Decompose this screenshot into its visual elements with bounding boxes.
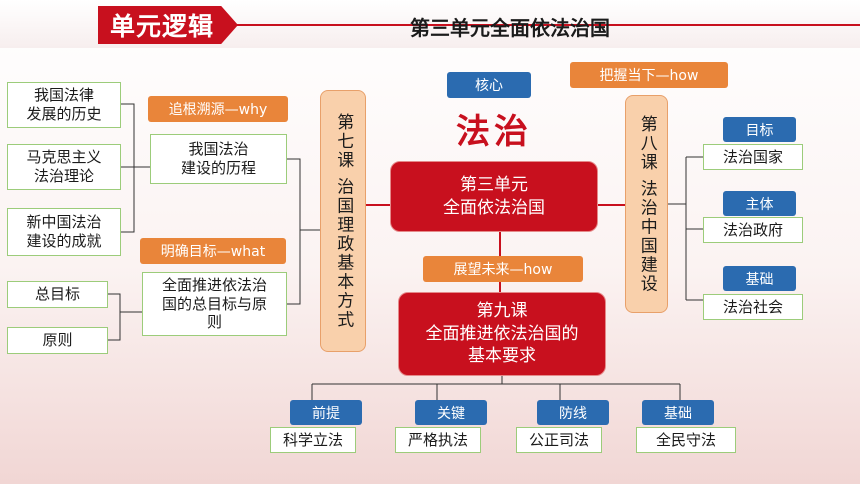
unit-card-text: 第三单元全面依法治国	[443, 174, 545, 218]
how-tag: 把握当下—how	[570, 62, 728, 88]
bottom-tag-premise: 前提	[290, 400, 362, 425]
bottom-item-scientific-legislation: 科学立法	[270, 427, 356, 453]
why-tag: 追根溯源—why	[148, 96, 288, 122]
goal-principle-text: 全面推进依法治国的总目标与原则	[161, 275, 267, 332]
lesson7-card: 第七课 治国理政基本方式	[320, 90, 366, 352]
history-course-box: 我国法治建设的历程	[150, 134, 287, 184]
right-item-rule-of-law-country: 法治国家	[703, 144, 803, 170]
law-history-box: 我国法律发展的历史	[7, 82, 121, 128]
total-goal-text: 总目标	[34, 285, 80, 304]
history-course-text: 我国法治建设的历程	[180, 140, 256, 177]
bottom-tag-defense: 防线	[537, 400, 609, 425]
right-item-rule-of-law-society: 法治社会	[703, 294, 803, 320]
unit-card: 第三单元全面依法治国	[390, 161, 598, 232]
bottom-tag-key: 关键	[415, 400, 487, 425]
header-line	[236, 24, 860, 26]
right-tag-subject: 主体	[723, 191, 796, 216]
bottom-tag-foundation: 基础	[642, 400, 714, 425]
unit-logic-badge: 单元逻辑	[98, 6, 238, 44]
what-tag: 明确目标—what	[140, 238, 286, 264]
new-china-achievement-text: 新中国法治建设的成就	[26, 213, 102, 250]
right-tag-goal: 目标	[723, 117, 796, 142]
lesson8-card: 第八课 法治中国建设	[625, 95, 668, 313]
bottom-item-law-abiding-public: 全民守法	[636, 427, 736, 453]
fazhi-text: 法治	[456, 111, 532, 152]
unit-title: 第三单元全面依法治国	[410, 16, 610, 40]
principle-text: 原则	[42, 331, 73, 350]
marxist-theory-box: 马克思主义法治理论	[7, 144, 121, 190]
right-item-rule-of-law-government: 法治政府	[703, 217, 803, 243]
new-china-achievement-box: 新中国法治建设的成就	[7, 208, 121, 256]
unit-logic-label: 单元逻辑	[110, 12, 215, 41]
total-goal-box: 总目标	[7, 281, 108, 308]
goal-principle-box: 全面推进依法治国的总目标与原则	[142, 272, 287, 336]
bottom-item-impartial-justice: 公正司法	[516, 427, 602, 453]
lesson9-card-text: 第九课全面推进依法治国的基本要求	[425, 300, 579, 367]
core-tag: 核心	[447, 72, 531, 98]
outlook-tag: 展望未来—how	[423, 256, 583, 282]
lesson9-card: 第九课全面推进依法治国的基本要求	[398, 292, 606, 376]
right-tag-foundation: 基础	[723, 266, 796, 291]
bottom-item-strict-enforcement: 严格执法	[395, 427, 481, 453]
law-history-text: 我国法律发展的历史	[26, 86, 102, 123]
principle-box: 原则	[7, 327, 108, 354]
marxist-theory-text: 马克思主义法治理论	[26, 148, 102, 185]
